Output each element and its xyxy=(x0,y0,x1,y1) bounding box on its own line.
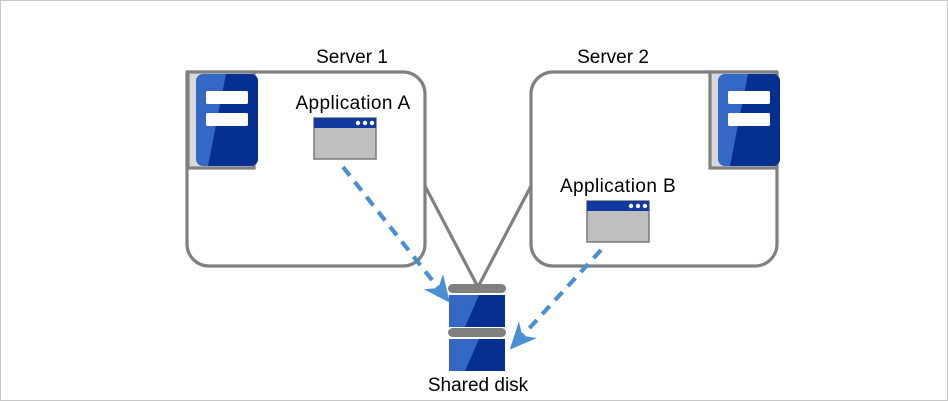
server-1-group[interactable]: Server 1 Application A xyxy=(185,47,427,268)
server-icon-body xyxy=(196,74,258,166)
server-icon-bar-bottom xyxy=(728,113,770,126)
shared-disk-group[interactable]: Shared disk xyxy=(428,284,529,396)
server-icon-bar-top xyxy=(728,91,770,104)
server-2-group[interactable]: Server 2 Application B xyxy=(529,47,780,268)
server-icon-bar-bottom xyxy=(206,113,248,126)
server-2-title: Server 2 xyxy=(577,47,649,68)
app-window-dot-3 xyxy=(642,203,648,209)
shared-disk-label: Shared disk xyxy=(428,375,529,396)
server-2-icon[interactable] xyxy=(708,70,780,170)
server-icon-body xyxy=(718,74,780,166)
server-2-disk-connector xyxy=(476,185,533,288)
shared-disk-bar-1 xyxy=(448,284,506,293)
app-a-to-disk-arrow xyxy=(341,165,451,303)
app-window-dot-1 xyxy=(355,120,361,126)
application-b-window-icon[interactable] xyxy=(586,200,650,243)
application-a-window-icon[interactable] xyxy=(313,117,377,160)
server-1-title: Server 1 xyxy=(316,47,388,68)
server-1-icon[interactable] xyxy=(186,70,258,170)
shared-disk-unit-1 xyxy=(449,295,505,327)
app-window-titlebar xyxy=(587,201,649,211)
application-b-label: Application B xyxy=(560,176,676,197)
app-window-dot-2 xyxy=(635,203,641,209)
app-window-dot-1 xyxy=(628,203,634,209)
server-1-disk-connector xyxy=(423,185,480,288)
shared-disk-bar-2 xyxy=(448,328,506,337)
app-window-dot-2 xyxy=(362,120,368,126)
server-icon-bar-top xyxy=(206,91,248,104)
app-window-titlebar xyxy=(314,118,376,128)
shared-disk-unit-2 xyxy=(449,339,505,371)
app-window-dot-3 xyxy=(369,120,375,126)
app-b-to-disk-arrow xyxy=(509,248,603,350)
application-a-label: Application A xyxy=(295,93,410,114)
